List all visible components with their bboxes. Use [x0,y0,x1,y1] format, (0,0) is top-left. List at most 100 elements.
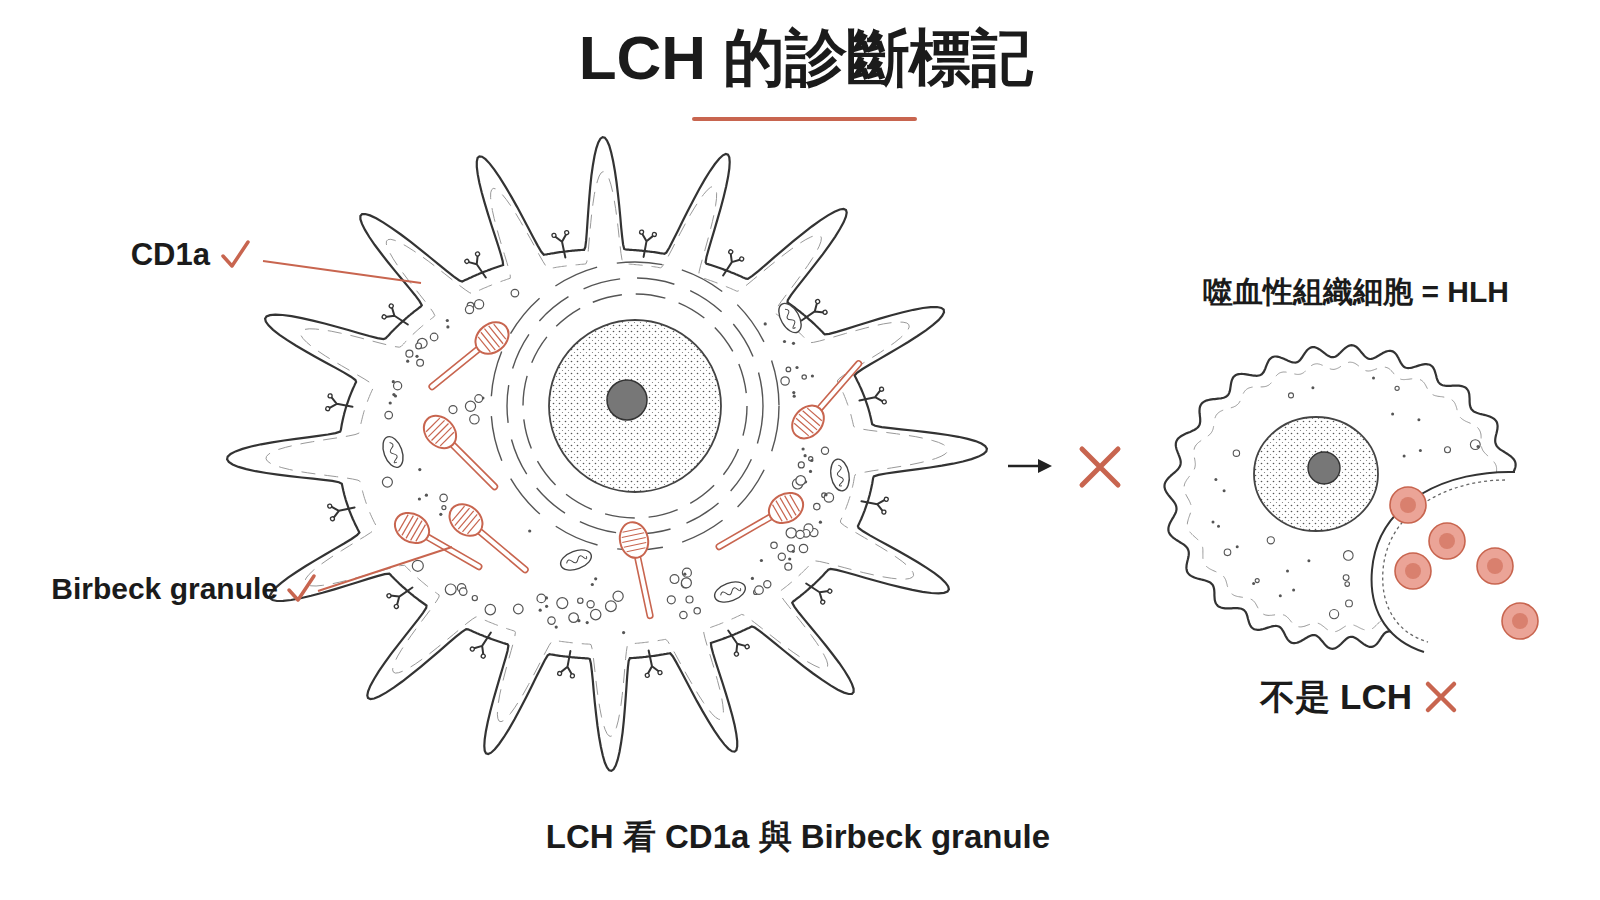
cd1a-receptor [802,576,833,604]
vesicle [1346,600,1353,607]
birbeck-granule [710,487,809,560]
vesicle [545,605,548,608]
granule-head [443,498,489,543]
receptor-tip [470,646,476,652]
receptor-stem [473,629,496,655]
granule-striation [622,538,645,543]
granule-striation [435,427,451,443]
granule-striation [478,337,490,352]
receptor-tip [884,497,889,502]
vesicle [1395,386,1399,390]
langerhans-cell [227,137,987,771]
cell-label: 噬血性組織細胞 = HLH [1203,275,1509,310]
receptor-tip [728,249,734,255]
vesicle [485,604,495,614]
granule-striation [484,329,499,348]
vesicle [1445,447,1451,453]
birbeck-granule [417,409,506,498]
endoplasmic-reticulum [507,278,763,534]
vesicle [425,494,428,497]
vesicle [799,544,807,552]
nucleolus [1308,452,1340,484]
vesicle [802,447,805,450]
vesicle [548,617,555,624]
receptor-tip [822,309,828,315]
receptor-tip [552,233,557,238]
endoplasmic-reticulum [523,294,747,518]
cross-mark [1428,684,1454,710]
granule-striation [452,506,464,521]
vesicle [1330,610,1339,619]
receptor-tip [827,588,833,594]
mitochondrion [712,578,748,606]
vesicle [1255,579,1259,583]
vesicle [1286,570,1289,573]
vesicle [1217,525,1220,528]
vesicle [1212,521,1215,524]
vesicle [1477,445,1480,448]
receptor-stem [798,303,824,326]
receptor-stem [643,649,660,674]
vesicle [1252,582,1255,585]
vesicle [824,493,827,496]
vesicle [446,319,449,322]
granule-striation [803,411,820,426]
mitochondrion [379,434,407,470]
cross-mark [1082,449,1118,485]
vesicle [670,575,679,584]
vesicle [385,411,393,419]
vesicle [440,494,447,501]
red-blood-cell-center [1512,613,1528,629]
pocket-membrane [1372,472,1515,652]
vesicle [594,577,597,580]
receptor-tip [330,516,335,521]
hemophagocytic-histiocyte [1165,345,1546,660]
granule-striation [776,501,787,521]
granule-rod [635,555,654,619]
vesicle [577,619,580,622]
cd1a-receptor [858,387,887,409]
vesicle [1233,450,1239,456]
phagocytic-pocket [1372,472,1545,660]
receptor-tip [744,644,750,650]
vesicle [514,604,524,614]
receptor-stem [723,627,746,653]
vesicle [1292,589,1295,592]
receptor-tip [652,232,657,237]
vesicle [792,342,795,345]
receptor-stem [468,255,491,281]
receptor-tip [327,504,332,509]
mitochondrion-cristae [566,554,587,566]
vesicle [824,493,833,502]
receptor-tip [325,406,330,411]
vesicle [680,611,687,618]
vesicle [459,588,467,596]
cd1a-receptor [464,251,493,282]
cell-inner-line [266,172,948,737]
vesicle [1289,393,1294,398]
leader-line [318,547,452,591]
granule-striation [402,516,413,536]
vesicle [786,528,796,538]
caption: LCH 看 CD1a 與 Birbeck granule [546,818,1050,856]
cd1a-receptor [327,499,356,521]
vesicle [764,322,767,325]
vesicle [446,325,449,328]
receptor-tip [464,259,470,265]
vesicle [622,631,625,634]
granule-striation [399,515,409,532]
granule-head [389,507,434,549]
vesicle [606,601,617,612]
title-underline [694,117,915,121]
mitochondrion-outer [558,546,594,574]
receptor-stem [390,583,416,606]
granule-striation [785,496,796,516]
receptor-stem [329,397,354,413]
mitochondrion-cristae [783,308,798,329]
granule-head [469,316,515,360]
vesicle [465,401,475,411]
receptor-stem [385,307,411,330]
receptor-tip [475,251,481,257]
receptor-tip [328,394,333,399]
